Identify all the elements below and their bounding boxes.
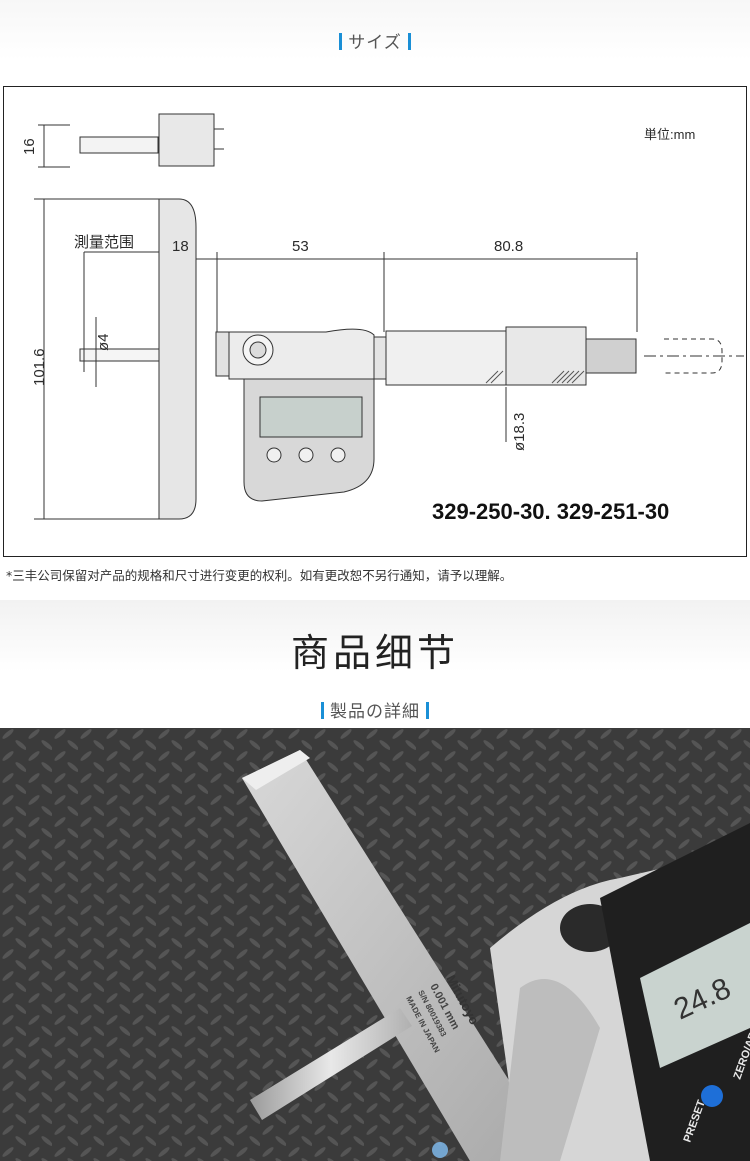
measuring-range-label: 測量范围 bbox=[74, 234, 134, 251]
dim-phi4: ø4 bbox=[95, 333, 112, 351]
detail-band bbox=[0, 600, 750, 730]
carousel-indicator bbox=[432, 1142, 448, 1158]
detail-section-title: 商品细节 bbox=[290, 631, 459, 675]
unit-label: 単位:mm bbox=[644, 127, 695, 142]
disclaimer-note: *三丰公司保留对产品的规格和尺寸进行变更的权利。如有更改恕不另行通知，请予以理解… bbox=[6, 568, 513, 583]
dim-80-8: 80.8 bbox=[494, 238, 523, 255]
dim-101-6: 101.6 bbox=[31, 348, 48, 386]
dimension-drawing: 単位:mm 16 101.6 測量范围 18 53 80.8 ø4 ø18.3 … bbox=[3, 86, 747, 557]
dim-18: 18 bbox=[172, 238, 189, 255]
product-photo: Mitutoyo 0.001 mm S/N 80019383 MADE IN J… bbox=[0, 728, 750, 1161]
label-bar-right bbox=[426, 702, 429, 719]
label-bar-right bbox=[407, 33, 411, 50]
label-bar-left bbox=[339, 33, 343, 50]
label-bar-left bbox=[321, 702, 324, 719]
dim-53: 53 bbox=[292, 238, 309, 255]
size-section-label: サイズ bbox=[0, 28, 750, 53]
dim-16: 16 bbox=[21, 138, 38, 155]
model-numbers: 329-250-30. 329-251-30 bbox=[432, 499, 669, 524]
detail-section-text: 製品の詳細 bbox=[330, 702, 420, 722]
size-section-text: サイズ bbox=[348, 33, 402, 53]
top-band bbox=[0, 0, 750, 86]
dimension-drawing-svg: 単位:mm 16 101.6 測量范围 18 53 80.8 ø4 ø18.3 … bbox=[21, 113, 744, 524]
product-photo-svg: Mitutoyo 0.001 mm S/N 80019383 MADE IN J… bbox=[0, 728, 750, 1161]
dim-phi18-3: ø18.3 bbox=[511, 413, 528, 451]
detail-section-label: 製品の詳細 bbox=[0, 697, 750, 722]
